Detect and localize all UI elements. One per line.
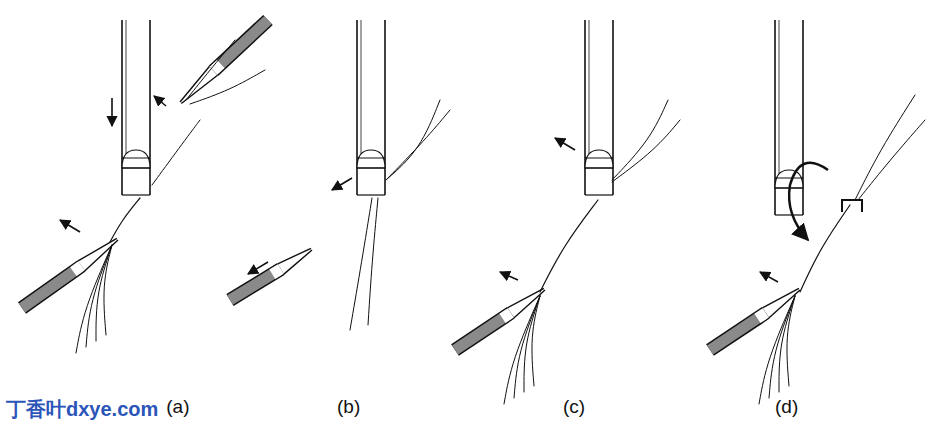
hair <box>855 95 915 200</box>
motion-arrow <box>332 178 352 190</box>
hair <box>386 110 450 180</box>
motion-arrow <box>111 98 113 126</box>
hair-shaft <box>540 200 598 292</box>
hair <box>504 296 540 404</box>
hair <box>96 245 112 341</box>
forceps <box>180 20 268 103</box>
hair <box>152 120 200 185</box>
motion-arrow <box>154 96 166 106</box>
hair <box>779 296 795 392</box>
hair <box>759 296 795 404</box>
hair <box>190 70 265 104</box>
rotation-arrow <box>789 163 828 240</box>
watermark: 丁香叶dxye.com <box>6 396 158 423</box>
hair-shaft <box>110 198 140 242</box>
punch-tube <box>122 20 150 195</box>
panel-label: (c) <box>563 396 585 418</box>
hair <box>524 296 540 392</box>
hair <box>368 198 378 325</box>
motion-arrow <box>60 220 80 232</box>
graft-tissue <box>842 200 862 212</box>
hair <box>858 120 925 200</box>
forceps <box>230 248 312 300</box>
panel-label: (a) <box>166 396 189 418</box>
panel-label: (b) <box>337 396 360 418</box>
hair <box>612 120 680 182</box>
hair-shaft <box>800 205 850 292</box>
hair <box>612 100 668 180</box>
motion-arrow <box>248 262 268 274</box>
motion-arrow <box>500 272 518 280</box>
hair <box>386 100 440 180</box>
hair <box>86 245 112 347</box>
hair <box>186 40 235 100</box>
punch-tube <box>357 20 385 195</box>
panel-label: (d) <box>775 396 798 418</box>
punch-tube <box>585 20 613 195</box>
hair <box>514 296 540 398</box>
hair <box>769 296 795 398</box>
drawing <box>22 20 925 404</box>
motion-arrow <box>760 272 778 282</box>
hair <box>76 245 112 353</box>
motion-arrow <box>555 138 575 150</box>
